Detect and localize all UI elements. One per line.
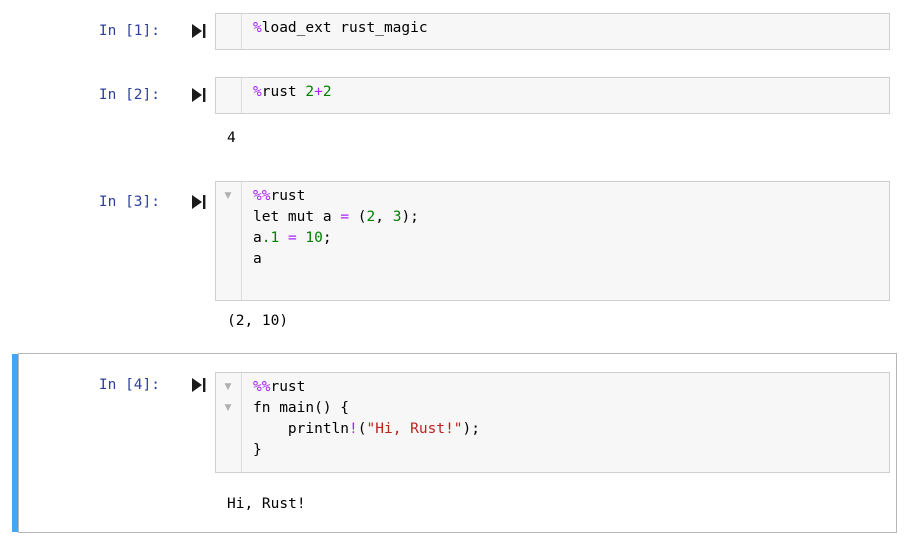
code-line: a xyxy=(253,249,889,270)
run-cell-icon[interactable] xyxy=(190,375,208,395)
run-cell-icon[interactable] xyxy=(190,192,208,212)
cell-input-area[interactable]: %rust 2+2 xyxy=(215,77,890,114)
code-token: %% xyxy=(253,379,271,395)
code-token: ; xyxy=(322,230,332,246)
code-token: rust xyxy=(270,188,306,204)
code-line: %rust 2+2 xyxy=(253,82,889,103)
code-line: let mut a = (2, 3); xyxy=(253,207,889,228)
chevron-down-icon[interactable]: ▼ xyxy=(224,403,232,413)
code-token: % xyxy=(253,84,262,100)
code-token xyxy=(279,230,288,246)
run-cell-icon[interactable] xyxy=(190,85,208,105)
cell-prompt-1: In [1]: xyxy=(98,23,160,39)
code-token: 10 xyxy=(305,230,323,246)
code-token: ( xyxy=(357,421,367,437)
code-token: + xyxy=(314,84,323,100)
cell-prompt-3: In [3]: xyxy=(98,194,160,210)
code-token: = xyxy=(340,209,350,225)
code-token: } xyxy=(253,442,262,458)
code-line: fn main() { xyxy=(253,398,889,419)
code-token: load_ext rust_magic xyxy=(261,20,428,36)
code-token: a xyxy=(253,251,262,267)
code-token: ); xyxy=(401,209,419,225)
selected-cell-indicator xyxy=(12,354,18,532)
code-token: 3 xyxy=(392,209,402,225)
cell-source-code[interactable]: %rust 2+2 xyxy=(242,78,889,113)
code-token: fn main() { xyxy=(253,400,350,416)
code-token: ! xyxy=(349,421,358,437)
cell-output: Hi, Rust! xyxy=(227,496,306,512)
code-token: rust xyxy=(270,379,306,395)
code-token: 2 xyxy=(322,84,332,100)
chevron-down-icon[interactable]: ▼ xyxy=(224,191,232,201)
code-token: let mut a xyxy=(253,209,341,225)
code-token: a xyxy=(253,230,262,246)
code-token: ); xyxy=(462,421,480,437)
code-token: .1 xyxy=(261,230,280,246)
run-cell-icon[interactable] xyxy=(190,21,208,41)
code-line: %load_ext rust_magic xyxy=(253,18,889,39)
cell-source-code[interactable]: %%rust fn main() { println!("Hi, Rust!");… xyxy=(242,373,889,472)
editor-gutter: ▼ xyxy=(216,182,242,300)
code-token: = xyxy=(287,230,297,246)
code-line: %%rust xyxy=(253,377,889,398)
cell-output: 4 xyxy=(227,130,236,146)
cell-input-area[interactable]: %load_ext rust_magic xyxy=(215,13,890,50)
code-token: println xyxy=(253,421,350,437)
cell-prompt-2: In [2]: xyxy=(98,87,160,103)
cell-prompt-4: In [4]: xyxy=(98,377,160,393)
chevron-down-icon[interactable]: ▼ xyxy=(224,382,232,392)
code-line: } xyxy=(253,440,889,461)
code-line: println!("Hi, Rust!"); xyxy=(253,419,889,440)
editor-gutter: ▼▼ xyxy=(216,373,242,472)
cell-output: (2, 10) xyxy=(227,313,289,329)
editor-gutter xyxy=(216,14,242,49)
editor-gutter xyxy=(216,78,242,113)
code-token: 2 xyxy=(366,209,376,225)
code-token: % xyxy=(253,20,262,36)
code-line: a.1 = 10; xyxy=(253,228,889,249)
cell-source-code[interactable]: %load_ext rust_magic xyxy=(242,14,889,49)
code-token: %% xyxy=(253,188,271,204)
code-token: "Hi, Rust!" xyxy=(366,421,463,437)
code-token: , xyxy=(375,209,393,225)
code-token: ( xyxy=(349,209,367,225)
code-line: %%rust xyxy=(253,186,889,207)
code-token: rust xyxy=(261,84,306,100)
code-token: 2 xyxy=(305,84,315,100)
